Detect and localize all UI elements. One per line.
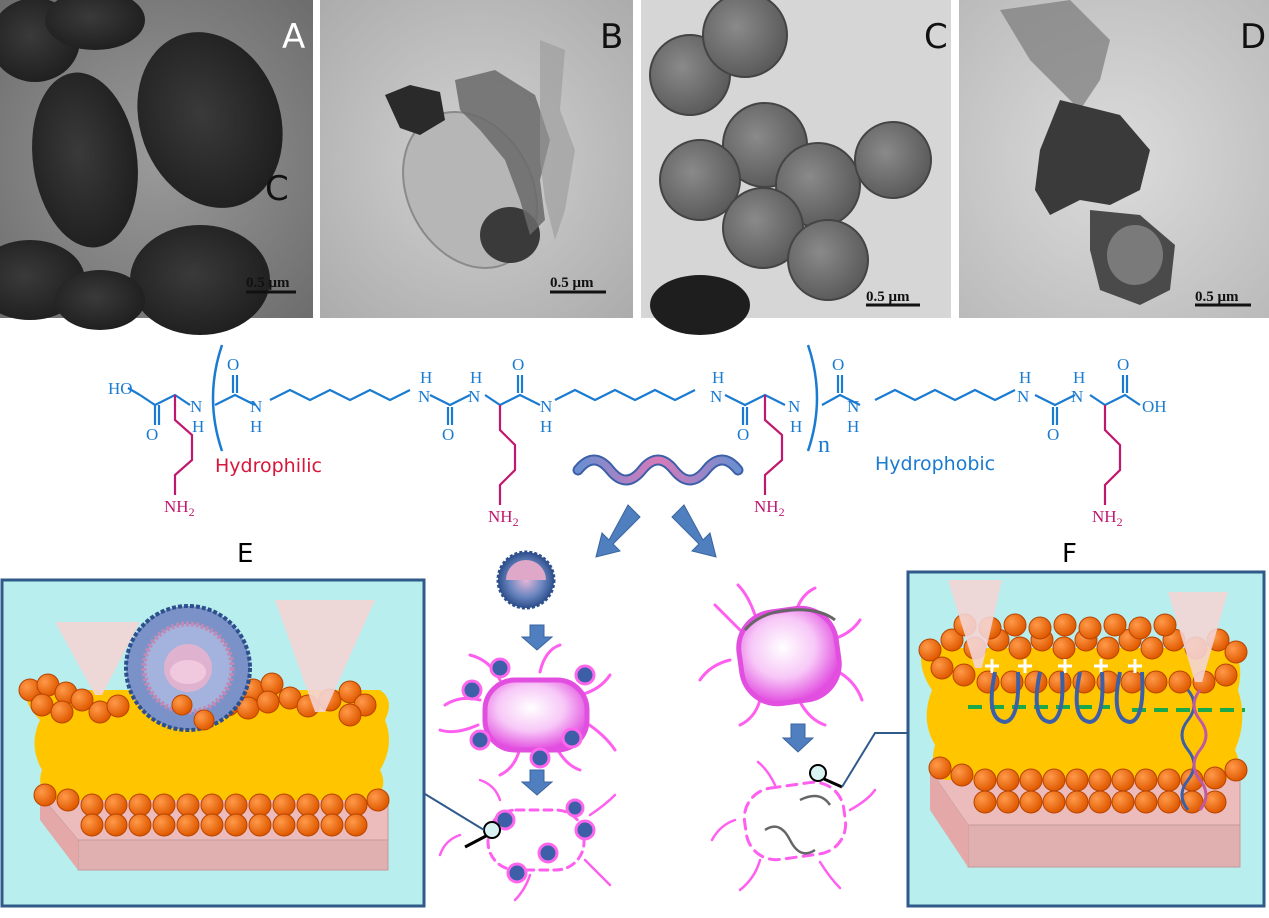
bacterium-with-micelles	[438, 643, 617, 777]
atom-n: N	[710, 387, 722, 406]
positive-charges	[985, 659, 1142, 673]
damaged-cell	[1035, 100, 1150, 215]
atom-h: H	[470, 368, 482, 387]
repeat-bracket-left	[211, 344, 224, 452]
atom-n: N	[468, 387, 480, 406]
membrane-box-f	[906, 570, 1266, 908]
arrow-down	[520, 624, 554, 651]
panel-d-letter: D	[1240, 17, 1266, 57]
atom-n: N	[1071, 387, 1083, 406]
panel-a-letter: A	[282, 17, 305, 57]
rod-cell	[32, 72, 138, 248]
panel-b-letter: B	[600, 17, 623, 57]
atom-n: N	[418, 387, 430, 406]
bacterium-with-polymer	[698, 583, 864, 727]
rod-cell	[137, 32, 283, 208]
atom-n: N	[250, 397, 262, 416]
transmembrane-helix	[1180, 689, 1208, 811]
sidechain-4	[1103, 405, 1122, 505]
atom-h: H	[250, 417, 262, 436]
tem-panel-c: C 0.5 μm	[641, 0, 951, 335]
pathway-arrows	[520, 504, 815, 796]
debris	[385, 85, 445, 135]
atom-h: H	[847, 417, 859, 436]
chemical-structure	[127, 344, 1141, 452]
coccus-cell	[702, 0, 788, 78]
atom-o: O	[442, 425, 454, 444]
atom-o: O	[737, 425, 749, 444]
hydrophobic-label: Hydrophobic	[875, 453, 995, 475]
arrow-down	[520, 769, 554, 796]
lysine-sidechains	[173, 395, 1122, 505]
glycan-fan	[948, 580, 1002, 668]
tem-panel-b: B 0.5 μm	[320, 0, 633, 318]
magnifier-icon	[483, 821, 501, 839]
atom-n: N	[788, 397, 800, 416]
backbone-bond	[139, 393, 191, 407]
atom-n: N	[190, 397, 202, 416]
panel-c-letter: C	[924, 17, 948, 57]
amine-4: NH2	[1092, 507, 1123, 529]
panel-b-scale-label: 0.5 μm	[550, 275, 594, 291]
label-e: E	[237, 539, 253, 569]
sidechain-2	[498, 405, 517, 505]
panel-a-inner-mark: C	[265, 169, 289, 209]
atom-o: O	[1117, 355, 1129, 374]
polymer-loops	[989, 671, 1145, 725]
arrow-to-polymer	[671, 504, 717, 558]
atom-o: O	[832, 355, 844, 374]
arrow-to-micelle	[595, 504, 641, 558]
atom-ho: HO	[108, 379, 133, 398]
atom-o: O	[1047, 425, 1059, 444]
repeat-bracket-right	[806, 344, 819, 452]
atom-n: N	[540, 397, 552, 416]
arrow-down	[781, 723, 815, 753]
atom-n: N	[1017, 387, 1029, 406]
tem-panel-d: D 0.5 μm	[959, 0, 1269, 318]
panel-d-scale-label: 0.5 μm	[1195, 289, 1239, 305]
tem-panel-a: A C 0.5 μm	[0, 0, 313, 335]
lysed-bacterium-left	[424, 778, 617, 902]
panel-c-scale-label: 0.5 μm	[866, 289, 910, 305]
polymer-helix	[572, 454, 744, 486]
atom-h: H	[712, 368, 724, 387]
glycan-fan	[1168, 592, 1228, 682]
magnifier-icon	[809, 764, 827, 782]
amine-1: NH2	[164, 497, 195, 519]
atom-h: H	[420, 368, 432, 387]
hydrophilic-label: Hydrophilic	[215, 455, 322, 477]
atom-n: N	[847, 397, 859, 416]
membrane-box-e	[0, 578, 426, 908]
atom-h: H	[1019, 368, 1031, 387]
coccus-cell	[659, 139, 741, 221]
atom-h: H	[192, 417, 204, 436]
debris	[455, 70, 550, 235]
atom-h: H	[540, 417, 552, 436]
atom-h: H	[790, 417, 802, 436]
atom-o: O	[146, 425, 158, 444]
bacterium-cell	[736, 605, 842, 707]
atom-oh: OH	[1142, 397, 1167, 416]
repeat-n: n	[818, 432, 830, 458]
sidechain-1	[173, 395, 194, 495]
atom-o: O	[512, 355, 524, 374]
panel-a-scale-label: 0.5 μm	[246, 275, 290, 291]
amine-3: NH2	[754, 497, 785, 519]
micelle	[496, 550, 556, 610]
label-f: F	[1062, 539, 1077, 569]
chem-atoms: HO O N H O N H H N O H N O N H H N O N H…	[108, 355, 1167, 529]
sidechain-3	[763, 395, 784, 495]
atom-o: O	[227, 355, 239, 374]
lysed-bacterium-right	[710, 732, 908, 892]
glycan-fan	[275, 600, 375, 712]
amine-2: NH2	[488, 507, 519, 529]
coccus-cell	[787, 219, 869, 301]
atom-h: H	[1073, 368, 1085, 387]
coccus-cell	[854, 121, 932, 199]
glycan-fan	[55, 622, 140, 695]
